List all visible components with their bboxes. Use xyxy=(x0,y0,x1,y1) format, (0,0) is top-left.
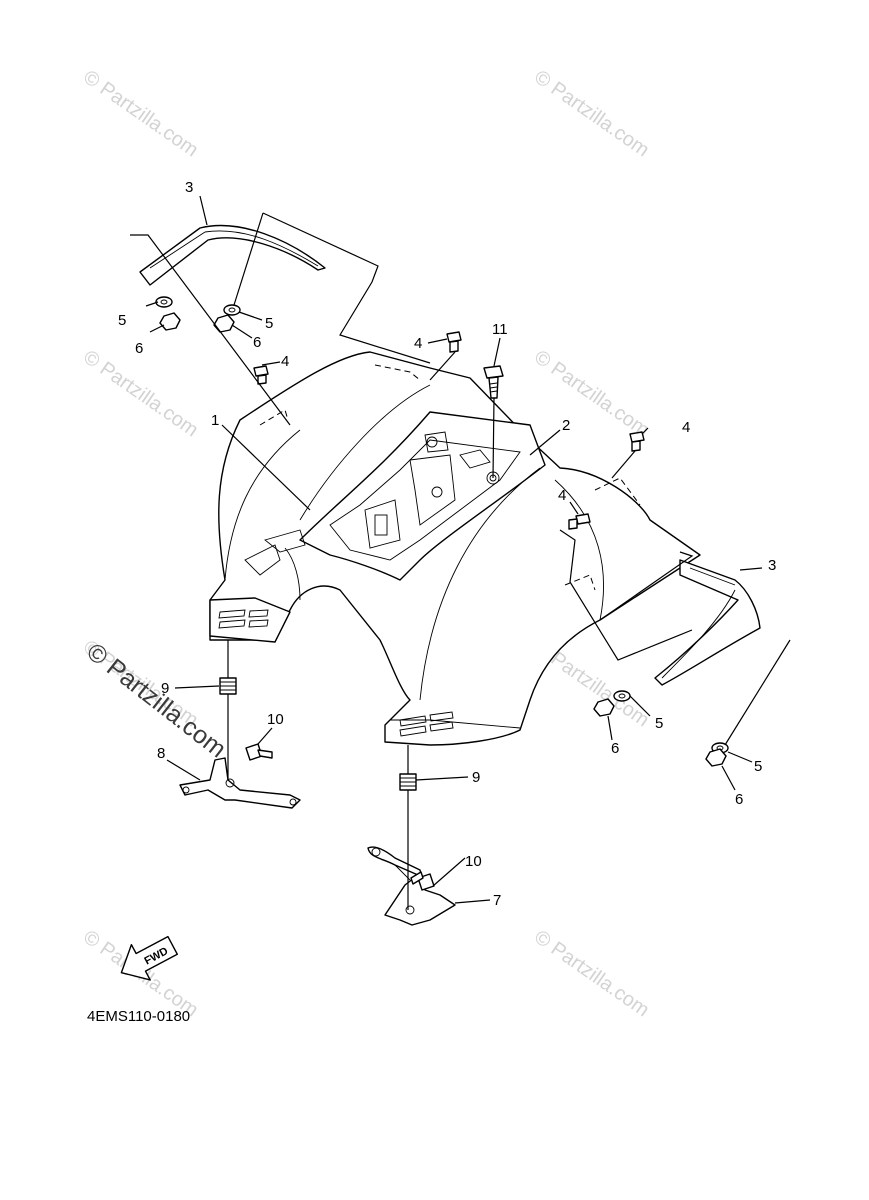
callout-5: 5 xyxy=(754,758,762,775)
leader-lines xyxy=(130,195,791,910)
screw-icon xyxy=(575,513,591,525)
screw-icon xyxy=(568,518,578,530)
washer-icon xyxy=(223,304,241,316)
bracket-8 xyxy=(179,757,301,809)
watermark: © Partzilla.com xyxy=(530,926,653,1021)
rear-fender xyxy=(209,351,701,746)
callout-10: 10 xyxy=(267,711,284,728)
bolt-icon xyxy=(483,365,504,379)
callout-5: 5 xyxy=(655,715,663,732)
diagram-code: 4EMS110-0180 xyxy=(87,1008,190,1025)
screw-icon xyxy=(446,331,462,343)
callout-4: 4 xyxy=(558,487,566,504)
callout-4: 4 xyxy=(281,353,289,370)
bolt-icon xyxy=(410,871,424,885)
nut-icon xyxy=(705,748,727,767)
bolt-icon xyxy=(257,749,273,759)
screw-icon xyxy=(631,440,641,452)
screw-icon xyxy=(629,431,645,443)
callout-9: 9 xyxy=(472,769,480,786)
washer-icon xyxy=(613,690,631,702)
callout-6: 6 xyxy=(253,334,261,351)
callouts: 1 2 3 3 4 4 4 4 5 5 5 5 6 6 6 6 7 8 9 9 … xyxy=(118,179,776,909)
screw-icon xyxy=(449,340,459,353)
callout-11: 11 xyxy=(492,321,508,338)
callout-5: 5 xyxy=(265,315,273,332)
nut-icon xyxy=(159,312,181,331)
callout-4: 4 xyxy=(682,419,690,436)
callout-9: 9 xyxy=(161,680,169,697)
callout-5: 5 xyxy=(118,312,126,329)
callout-2: 2 xyxy=(562,417,570,434)
callout-8: 8 xyxy=(157,745,165,762)
callout-3: 3 xyxy=(185,179,193,196)
callout-6: 6 xyxy=(611,740,619,757)
callout-7: 7 xyxy=(493,892,501,909)
screw-icon xyxy=(257,374,267,385)
nut-icon xyxy=(593,698,615,717)
nut-icon xyxy=(213,314,235,333)
watermark: © Partzilla.com xyxy=(530,66,653,161)
screw-icon xyxy=(253,365,269,377)
hardware xyxy=(155,296,729,891)
watermark: © Partzilla.com xyxy=(79,346,202,441)
watermark: © Partzilla.com xyxy=(530,346,653,441)
left-footrest-grid xyxy=(218,609,269,629)
arrow-left-icon xyxy=(120,935,178,981)
callout-6: 6 xyxy=(735,791,743,808)
right-footrest-grid xyxy=(399,711,454,737)
watermark: © Partzilla.com xyxy=(79,66,202,161)
callout-6: 6 xyxy=(135,340,143,357)
callout-1: 1 xyxy=(211,412,219,429)
callout-10: 10 xyxy=(465,853,482,870)
callout-4: 4 xyxy=(414,335,422,352)
callout-3: 3 xyxy=(768,557,776,574)
washer-icon xyxy=(155,296,173,308)
flap-guard-left xyxy=(139,224,326,286)
flap-guard-right xyxy=(654,559,761,686)
bracket-7 xyxy=(367,846,456,926)
fwd-arrow: FWD xyxy=(120,935,178,981)
